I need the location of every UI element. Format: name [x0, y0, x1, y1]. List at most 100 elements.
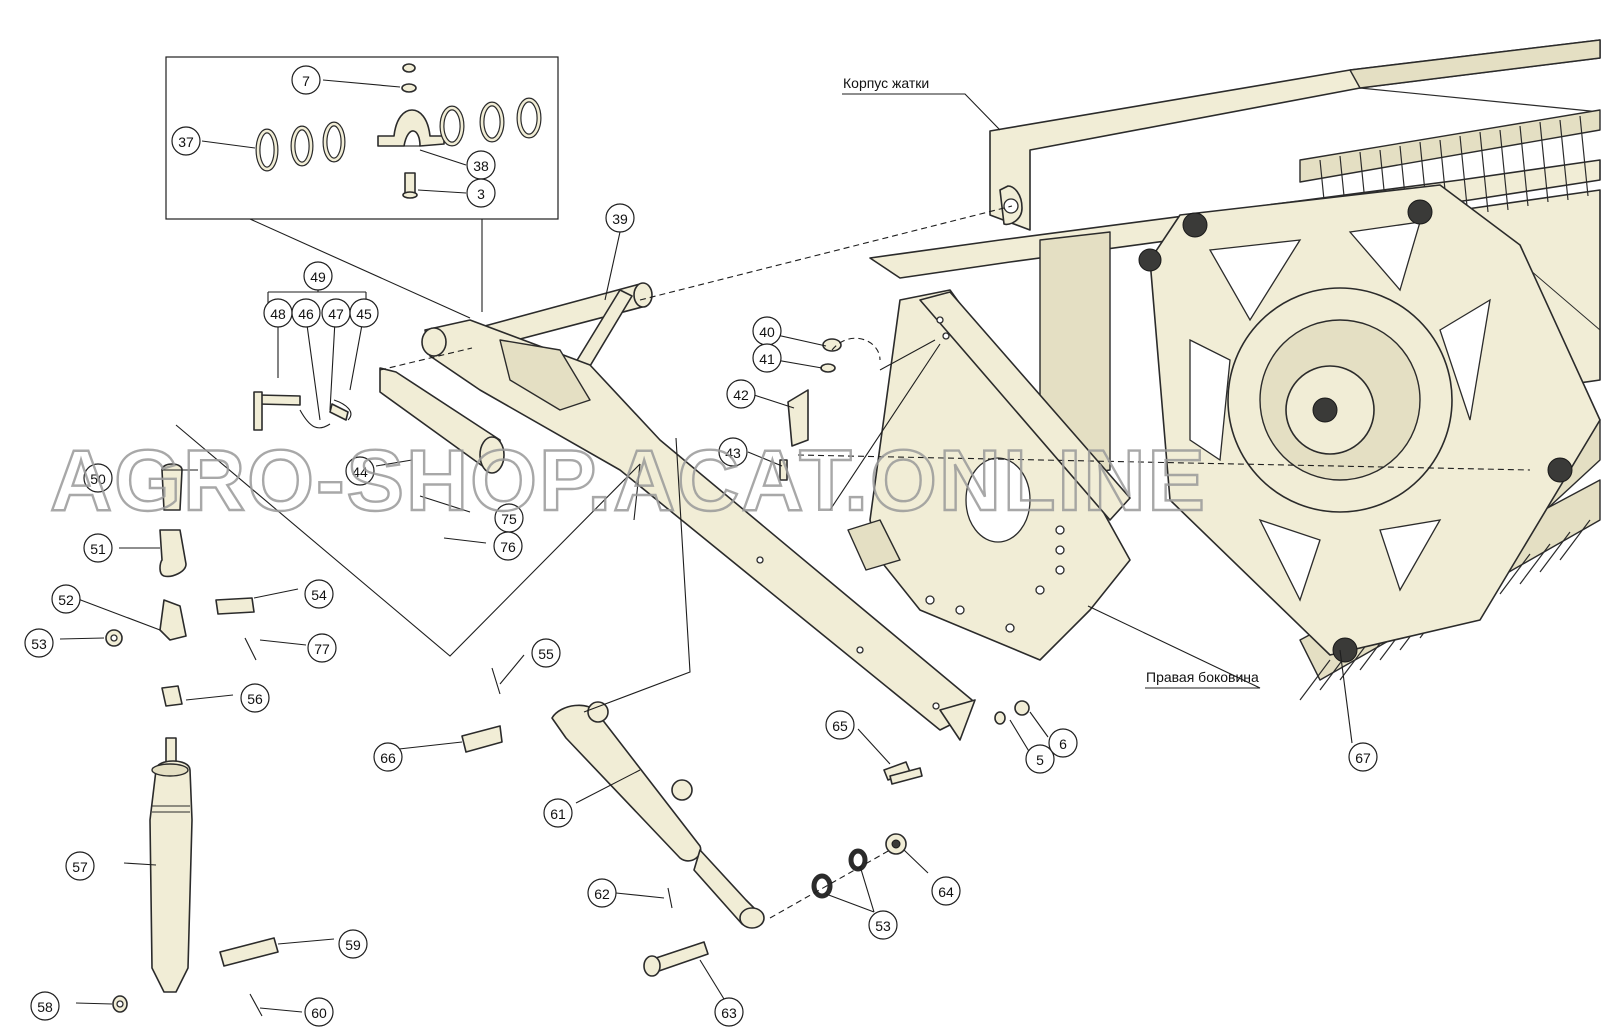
callout-number: 51	[90, 541, 106, 557]
callout-number: 64	[938, 884, 954, 900]
callout-42: 42	[726, 379, 756, 409]
watermark: AGRO-SHOP.ACAT.ONLINE	[49, 432, 1207, 530]
callout-number: 53	[31, 636, 47, 652]
callout-circle	[304, 997, 334, 1027]
callout-number: 3	[477, 186, 485, 202]
callout-5: 5	[1025, 744, 1055, 774]
callout-46: 46	[291, 298, 321, 328]
callout-circle	[83, 463, 113, 493]
callout-circle	[752, 343, 782, 373]
callout-circle	[718, 437, 748, 467]
callout-number: 46	[298, 306, 314, 322]
reel-spider	[1138, 184, 1601, 663]
header-body-label: Корпус жатки	[843, 75, 929, 91]
callout-3: 3	[466, 178, 496, 208]
bolt-3	[402, 172, 418, 199]
callout-60: 60	[304, 997, 334, 1027]
callout-circle	[531, 638, 561, 668]
callout-38: 38	[466, 150, 496, 180]
callout-53: 53	[24, 628, 54, 658]
clamp-bracket	[377, 109, 445, 147]
callout-number: 49	[310, 269, 326, 285]
callout-number: 67	[1355, 750, 1371, 766]
callout-circle	[714, 997, 744, 1027]
callout-48: 48	[263, 298, 293, 328]
callout-circle	[1348, 742, 1378, 772]
callout-number: 62	[594, 886, 610, 902]
callout-circle	[466, 178, 496, 208]
hydraulic-cylinder-57	[105, 463, 279, 1017]
callout-55: 55	[531, 638, 561, 668]
callout-50: 50	[83, 463, 113, 493]
callout-52: 52	[51, 584, 81, 614]
callout-number: 57	[72, 859, 88, 875]
callout-number: 48	[270, 306, 286, 322]
hydraulic-cylinder-61	[461, 667, 911, 977]
callout-circle	[65, 851, 95, 881]
callout-54: 54	[304, 579, 334, 609]
callout-number: 5	[1036, 752, 1044, 768]
callout-number: 47	[328, 306, 344, 322]
right-side-label: Правая боковина	[1146, 669, 1259, 685]
bracket-42	[779, 338, 842, 481]
callout-number: 65	[832, 718, 848, 734]
callout-circle	[1048, 728, 1078, 758]
callout-43: 43	[718, 437, 748, 467]
callout-number: 7	[302, 73, 310, 89]
callout-number: 38	[473, 158, 489, 174]
callout-number: 56	[247, 691, 263, 707]
callout-circle	[303, 261, 333, 291]
callout-6: 6	[1048, 728, 1078, 758]
callout-number: 54	[311, 587, 327, 603]
callout-37: 37	[171, 126, 201, 156]
callout-63: 63	[714, 997, 744, 1027]
callout-number: 43	[725, 445, 741, 461]
callout-number: 59	[345, 937, 361, 953]
callout-circle	[726, 379, 756, 409]
o-rings-left	[255, 121, 346, 172]
callout-circle	[171, 126, 201, 156]
callout-76: 76	[493, 531, 523, 561]
o-rings-right	[439, 97, 542, 147]
callout-61: 61	[543, 798, 573, 828]
callout-circle	[83, 533, 113, 563]
callout-7: 7	[291, 65, 321, 95]
callout-number: 61	[550, 806, 566, 822]
bolt-65-set	[889, 700, 1030, 785]
callout-45: 45	[349, 298, 379, 328]
callout-62: 62	[587, 878, 617, 908]
callout-number: 53	[875, 918, 891, 934]
callout-number: 52	[58, 592, 74, 608]
callout-56: 56	[240, 683, 270, 713]
callout-number: 76	[500, 539, 516, 555]
callout-number: 58	[37, 999, 53, 1015]
right-side-panel	[847, 289, 1131, 661]
callout-57: 57	[65, 851, 95, 881]
callout-44: 44	[345, 456, 375, 486]
callout-circle	[931, 876, 961, 906]
callout-40: 40	[752, 316, 782, 346]
callout-number: 6	[1059, 736, 1067, 752]
callout-circle	[291, 65, 321, 95]
callout-circle	[24, 628, 54, 658]
callout-circle	[240, 683, 270, 713]
link-44	[379, 367, 505, 474]
detail-inset	[165, 56, 559, 319]
callout-circle	[587, 878, 617, 908]
callout-64: 64	[931, 876, 961, 906]
watermark-text: AGRO-SHOP.ACAT.ONLINE	[50, 433, 1207, 529]
callout-51: 51	[83, 533, 113, 563]
callout-number: 44	[352, 464, 368, 480]
nut-7	[401, 63, 417, 93]
callout-number: 55	[538, 646, 554, 662]
leader-lines	[59, 93, 1531, 1013]
callout-number: 39	[612, 211, 628, 227]
callout-number: 45	[356, 306, 372, 322]
callout-number: 66	[380, 750, 396, 766]
callout-circle	[304, 579, 334, 609]
callout-number: 50	[90, 471, 106, 487]
callout-circle	[338, 929, 368, 959]
callout-53: 53	[868, 910, 898, 940]
callout-circle	[51, 584, 81, 614]
